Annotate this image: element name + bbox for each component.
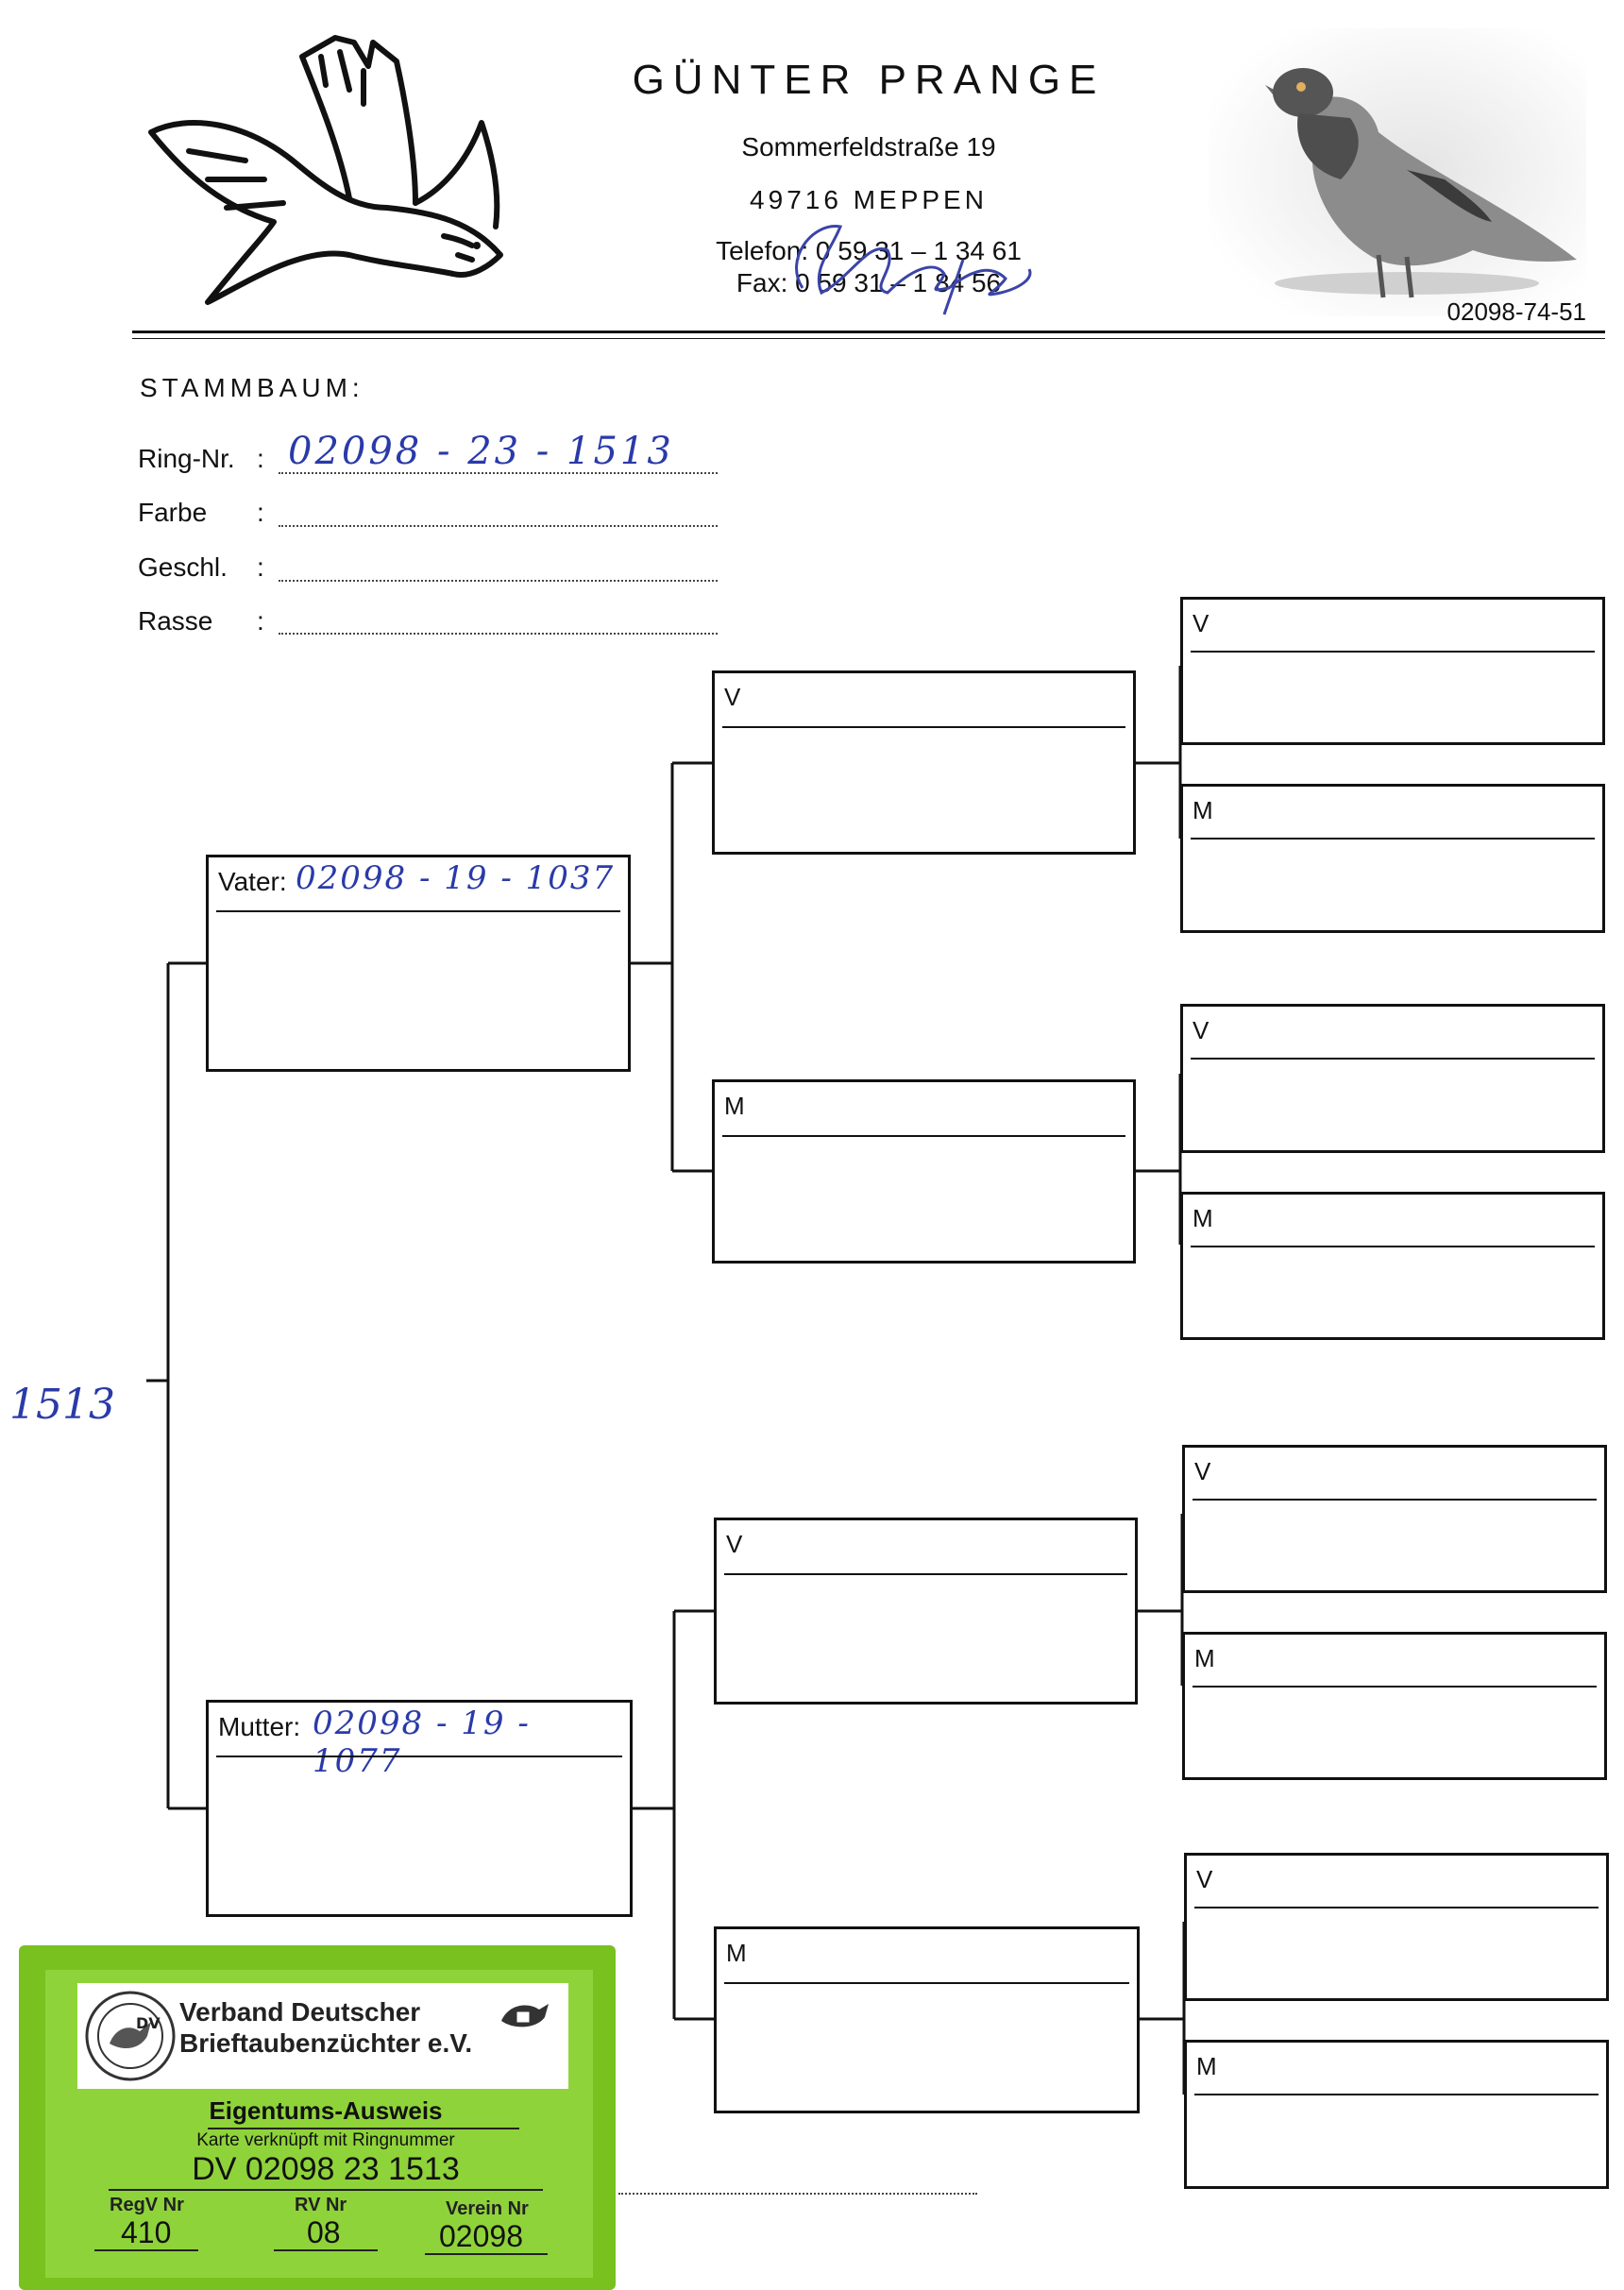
breeder-name: GÜNTER PRANGE — [632, 57, 1106, 103]
dv-emblem-letters: DV — [136, 2014, 161, 2032]
pigeon-photo-icon — [1209, 28, 1586, 316]
great-grandparent-underline — [1194, 1907, 1599, 1908]
grandparent-underline — [722, 1135, 1125, 1137]
flying-dove-logo-icon — [132, 19, 567, 312]
ownership-card: DV Verband Deutscher Brieftaubenzüchter … — [19, 1945, 616, 2290]
farbe-label: Farbe — [138, 498, 208, 527]
great-grandparent-underline — [1191, 1246, 1595, 1247]
geschl-label: Geschl. — [138, 552, 228, 582]
great-grandparent-label: M — [1196, 2052, 1217, 2080]
great-grandparent-box[interactable]: V — [1184, 1853, 1609, 2001]
form-title: STAMMBAUM: — [140, 373, 364, 402]
card-heading-underline — [208, 2128, 519, 2129]
geschl-colon: : — [257, 552, 264, 582]
vater-underline — [216, 910, 620, 912]
great-grandparent-box[interactable]: V — [1182, 1445, 1607, 1593]
grandparent-box[interactable]: V — [714, 1518, 1138, 1705]
mutter-label: Mutter: — [218, 1712, 301, 1741]
great-grandparent-underline — [1194, 2094, 1599, 2095]
card-heading: Eigentums-Ausweis — [209, 2096, 443, 2125]
grandparent-label: V — [726, 1530, 743, 1558]
great-grandparent-underline — [1191, 838, 1595, 840]
great-grandparent-underline — [1191, 1058, 1595, 1060]
ring-nr-value: 02098 - 23 - 1513 — [288, 430, 674, 473]
vater-box[interactable]: Vater: 02098 - 19 - 1037 — [206, 855, 631, 1072]
great-grandparent-underline — [1191, 651, 1595, 653]
mutter-value: 02098 - 19 - 1077 — [313, 1705, 531, 1780]
great-grandparent-label: V — [1194, 1457, 1211, 1485]
card-verein-value: 02098 — [439, 2219, 523, 2253]
card-ring-number: DV 02098 23 1513 — [192, 2151, 460, 2187]
geschl-field[interactable] — [279, 580, 718, 582]
great-grandparent-box[interactable]: M — [1180, 1192, 1605, 1340]
great-grandparent-label: V — [1193, 609, 1210, 637]
rasse-field[interactable] — [279, 633, 718, 635]
card-verein-label: Verein Nr — [446, 2198, 529, 2219]
great-grandparent-box[interactable]: M — [1180, 784, 1605, 933]
card-rv-value: 08 — [307, 2215, 341, 2249]
great-grandparent-box[interactable]: M — [1182, 1632, 1607, 1780]
card-ring-underline — [109, 2189, 543, 2191]
rasse-colon: : — [257, 606, 264, 636]
great-grandparent-box[interactable]: V — [1180, 1004, 1605, 1153]
card-regv-underline — [94, 2249, 198, 2251]
great-grandparent-underline — [1193, 1499, 1597, 1501]
ring-nr-label: Ring-Nr. — [138, 444, 235, 473]
card-verein-underline — [425, 2253, 548, 2255]
card-subheading: Karte verknüpft mit Ringnummer — [196, 2130, 455, 2150]
ring-nr-colon: : — [257, 444, 264, 473]
great-grandparent-label: M — [1193, 1204, 1213, 1232]
grandparent-label: M — [724, 1092, 745, 1120]
grandparent-underline — [724, 1573, 1127, 1575]
rasse-label: Rasse — [138, 606, 213, 636]
vater-value: 02098 - 19 - 1037 — [296, 859, 616, 897]
breeder-city: 49716 MEPPEN — [750, 185, 988, 214]
great-grandparent-label: M — [1193, 796, 1213, 824]
header-divider-thin — [132, 338, 1605, 339]
card-rv-underline — [274, 2249, 378, 2251]
farbe-colon: : — [257, 498, 264, 527]
grandparent-underline — [724, 1982, 1129, 1984]
breeder-phone: Telefon: 0 59 31 – 1 34 61 — [716, 236, 1022, 265]
grandparent-box[interactable]: M — [714, 1926, 1140, 2113]
bird-seal-icon — [496, 1994, 552, 2036]
great-grandparent-label: M — [1194, 1644, 1215, 1672]
card-regv-label: RegV Nr — [110, 2195, 184, 2215]
great-grandparent-underline — [1193, 1686, 1597, 1688]
card-rv-label: RV Nr — [295, 2195, 347, 2215]
side-ring-number: 1513 — [9, 1381, 115, 1429]
great-grandparent-box[interactable]: V — [1180, 597, 1605, 745]
breeder-street: Sommerfeldstraße 19 — [741, 132, 996, 161]
card-org-line2: Brieftaubenzüchter e.V. — [179, 2028, 473, 2058]
farbe-field[interactable] — [279, 525, 718, 527]
mutter-underline — [216, 1756, 622, 1757]
dv-emblem-icon: DV — [83, 1989, 178, 2083]
signature-icon — [746, 203, 1057, 316]
ring-nr-field[interactable] — [279, 472, 718, 474]
bottom-dotted-line — [618, 2193, 977, 2195]
grandparent-label: V — [724, 683, 741, 711]
great-grandparent-label: V — [1196, 1865, 1213, 1893]
grandparent-underline — [722, 726, 1125, 728]
grandparent-box[interactable]: M — [712, 1079, 1136, 1264]
vater-label: Vater: — [218, 867, 287, 896]
great-grandparent-box[interactable]: M — [1184, 2040, 1609, 2189]
reference-number: 02098-74-51 — [1446, 297, 1586, 326]
header-divider — [132, 331, 1605, 333]
great-grandparent-label: V — [1193, 1016, 1210, 1044]
card-org-line1: Verband Deutscher — [179, 1997, 421, 2027]
mutter-box[interactable]: Mutter: 02098 - 19 - 1077 — [206, 1700, 633, 1917]
grandparent-label: M — [726, 1939, 747, 1967]
grandparent-box[interactable]: V — [712, 670, 1136, 855]
card-regv-value: 410 — [121, 2215, 172, 2249]
